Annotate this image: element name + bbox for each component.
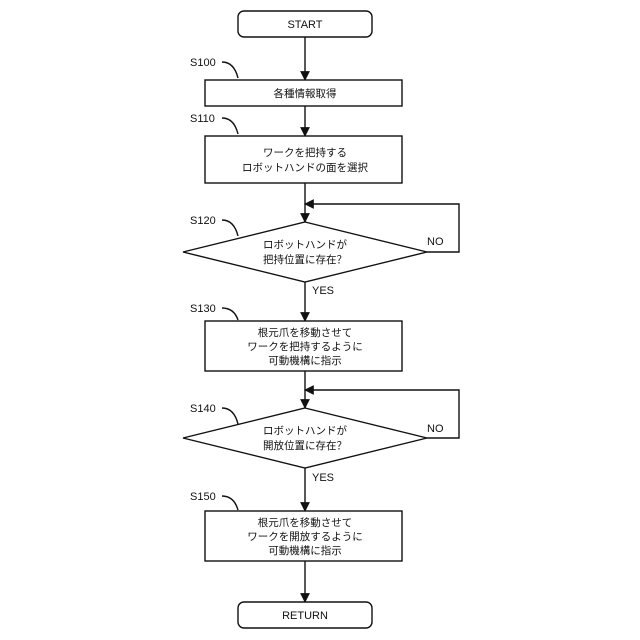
s150-text-line-2: ワークを開放するように (247, 530, 363, 543)
decision-s120 (183, 222, 427, 282)
leader-s100 (222, 62, 238, 78)
step-id-s150: S150 (190, 491, 216, 503)
leader-s120 (222, 220, 238, 236)
step-id-s140: S140 (190, 403, 216, 415)
step-id-s110: S110 (190, 113, 215, 125)
process-s110 (205, 136, 402, 183)
s140-text-line-1: ロボットハンドが (263, 424, 347, 437)
s130-text-line-3: 可動機構に指示 (268, 354, 342, 367)
s130-text-line-1: 根元爪を移動させて (258, 326, 353, 339)
s140-text-line-2: 開放位置に存在？ (263, 439, 347, 452)
s150-text-line-3: 可動機構に指示 (268, 544, 342, 557)
step-id-s100: S100 (190, 57, 216, 69)
no-label-s140: NO (427, 423, 444, 435)
yes-label-s120: YES (312, 285, 334, 297)
leader-s150 (222, 496, 238, 510)
s100-text-line-1: 各種情報取得 (274, 87, 337, 100)
start-label: START (287, 19, 322, 31)
step-id-s120: S120 (190, 215, 216, 227)
step-id-s130: S130 (190, 303, 216, 315)
no-label-s120: NO (427, 236, 444, 248)
leader-s140 (222, 408, 238, 424)
s110-text-line-1: ワークを把持する (263, 146, 347, 159)
leader-s130 (222, 308, 238, 320)
decision-s140 (183, 408, 427, 468)
yes-label-s140: YES (312, 472, 334, 484)
s120-text-line-1: ロボットハンドが (263, 238, 347, 251)
s150-text-line-1: 根元爪を移動させて (258, 516, 353, 529)
s110-text-line-2: ロボットハンドの面を選択 (242, 161, 368, 174)
leader-s110 (222, 118, 238, 134)
return-label: RETURN (282, 610, 328, 622)
s120-text-line-2: 把持位置に存在？ (263, 253, 347, 266)
s130-text-line-2: ワークを把持するように (247, 340, 363, 353)
